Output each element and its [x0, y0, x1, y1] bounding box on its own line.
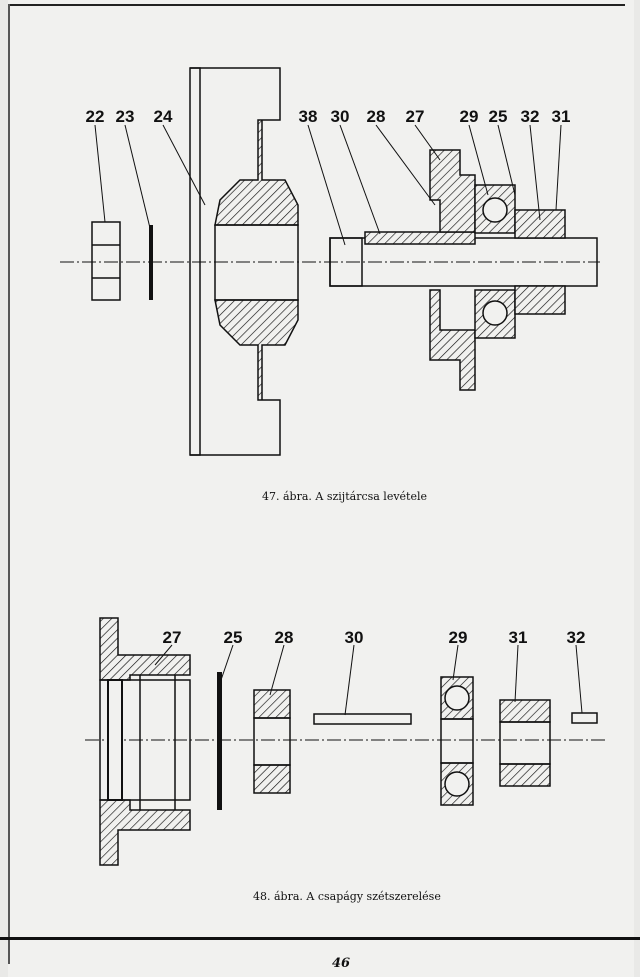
part-label-28: 28	[275, 628, 294, 647]
sleeve-31-upper	[514, 209, 566, 239]
key-30	[364, 231, 476, 245]
figure-47-caption: 47. ábra. A szijtárcsa levétele	[262, 490, 428, 503]
key-38	[329, 237, 363, 287]
part-label-30: 30	[345, 628, 364, 647]
part-label-24: 24	[154, 107, 173, 126]
part-label-22: 22	[86, 107, 105, 126]
figure-48-drawing: 27 25 28 30 29 31 32	[85, 617, 605, 866]
part-label-25: 25	[224, 628, 243, 647]
figure-48-caption: 48. ábra. A csapágy szétszerelése	[253, 890, 441, 903]
sleeve-31-lower	[499, 763, 551, 787]
ring-25	[217, 672, 222, 810]
part-label-30: 30	[331, 107, 350, 126]
sleeve-28-upper	[253, 689, 291, 719]
sleeve-28-lower	[253, 764, 291, 794]
part-label-28: 28	[367, 107, 386, 126]
part-label-31: 31	[509, 628, 528, 647]
pulley-24-lower	[190, 299, 299, 456]
housing-27-lower	[429, 289, 476, 391]
part-label-32: 32	[567, 628, 586, 647]
key-30	[313, 713, 412, 725]
key-32	[571, 712, 598, 724]
sleeve-31-lower	[514, 285, 566, 315]
part-label-27: 27	[406, 107, 425, 126]
part-label-29: 29	[449, 628, 468, 647]
part-label-27: 27	[163, 628, 182, 647]
top-border	[10, 4, 625, 6]
part-label-25: 25	[489, 107, 508, 126]
housing-27-lower	[99, 799, 191, 866]
part-label-23: 23	[116, 107, 135, 126]
housing-27-upper	[429, 149, 476, 233]
part-label-29: 29	[460, 107, 479, 126]
figure-47-drawing: 22 23 24 38 30 28 27 29 25 32 31	[60, 67, 600, 456]
nut-22	[91, 221, 121, 301]
part-label-38: 38	[299, 107, 318, 126]
part-label-32: 32	[521, 107, 540, 126]
left-border	[8, 4, 10, 964]
sleeve-31-upper	[499, 699, 551, 723]
pulley-24-upper	[190, 67, 299, 226]
part-label-31: 31	[552, 107, 571, 126]
page-number: 46	[332, 956, 351, 971]
bottom-rule	[0, 937, 640, 940]
washer-23	[149, 225, 153, 300]
